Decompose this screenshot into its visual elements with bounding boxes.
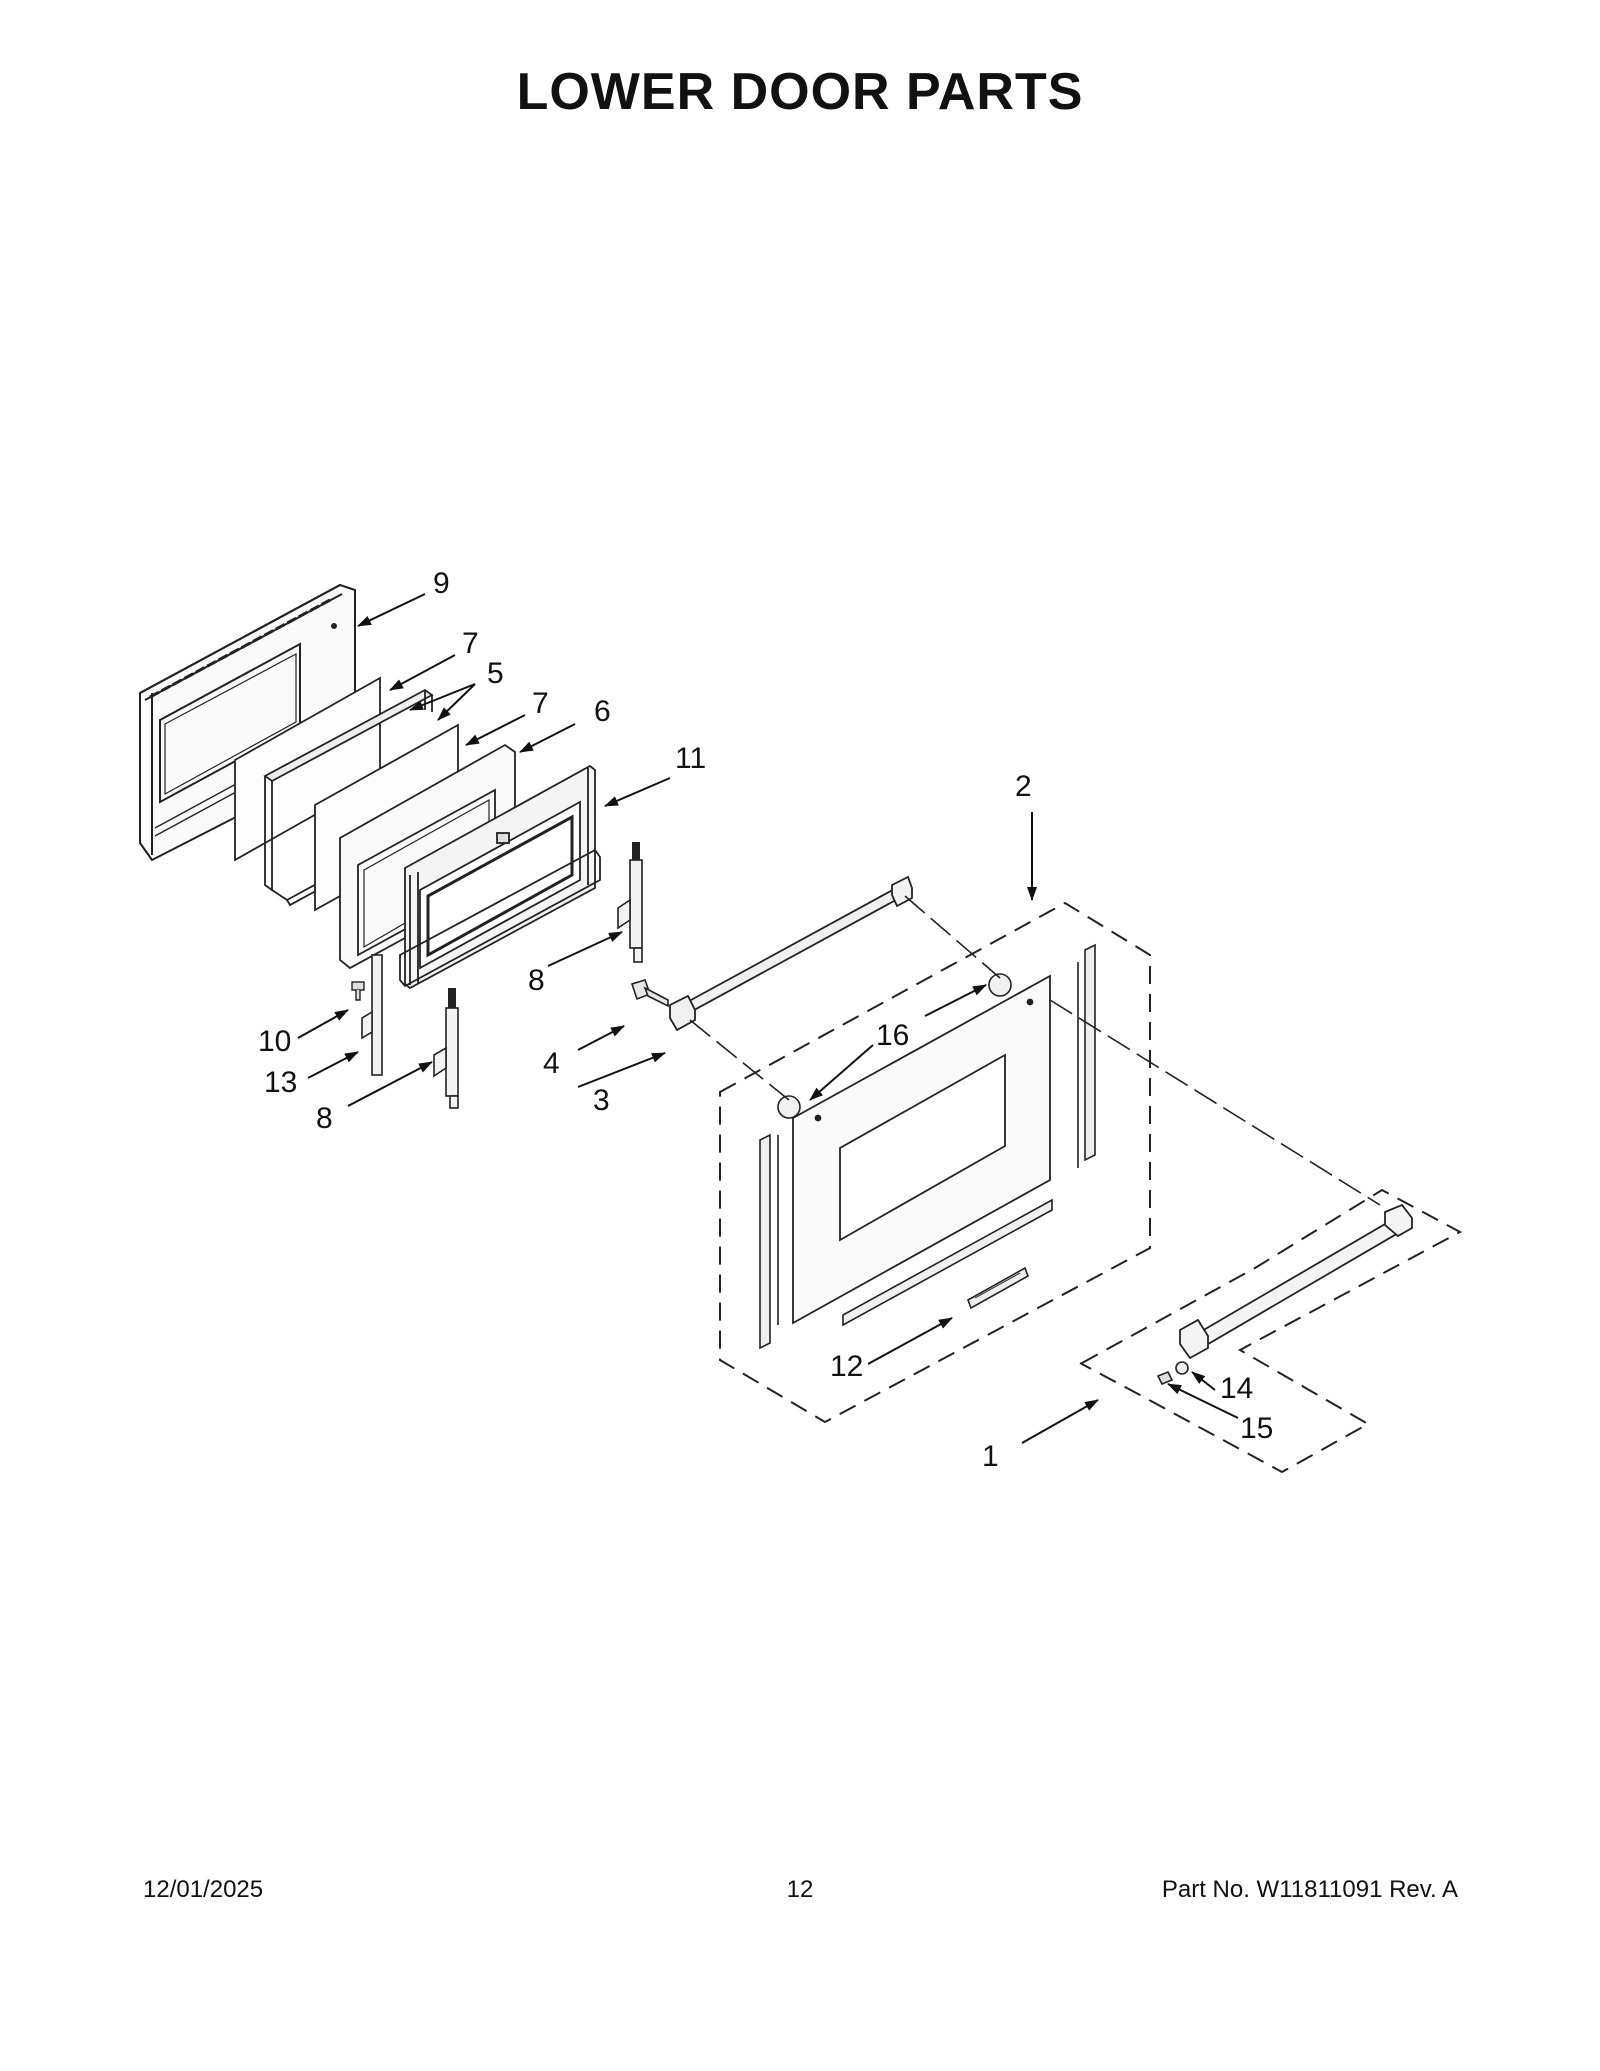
callout-8-upper: 8 (528, 964, 545, 997)
callout-8-lower: 8 (316, 1102, 333, 1135)
side-bracket (361, 954, 383, 1076)
callout-15: 15 (1240, 1412, 1273, 1445)
callout-1: 1 (982, 1440, 999, 1473)
leader-lines (297, 593, 1239, 1444)
callout-3: 3 (593, 1084, 610, 1117)
callout-7-middle-glass: 7 (532, 687, 549, 720)
footer-part-number: Part No. W11811091 Rev. A (1161, 1876, 1458, 1903)
footer-page-number: 12 (786, 1876, 814, 1903)
handle-washer (1175, 1361, 1189, 1375)
door-handle (1179, 1203, 1413, 1360)
alignment-lines (689, 895, 1381, 1206)
page-title: LOWER DOOR PARTS (516, 63, 1084, 121)
screw-bolt (630, 979, 669, 1008)
callout-10: 10 (258, 1025, 291, 1058)
callout-13: 13 (264, 1066, 297, 1099)
handle-screw (1156, 1370, 1174, 1386)
hinge-lower (433, 988, 459, 1109)
callout-16: 16 (876, 1019, 909, 1052)
callout-11: 11 (675, 742, 706, 775)
footer-date: 12/01/2025 (143, 1876, 264, 1903)
bottom-trim-strip (842, 1198, 1053, 1327)
handle-assembly-boundary (1079, 1188, 1463, 1474)
callout-12: 12 (830, 1350, 863, 1383)
callout-9: 9 (433, 567, 450, 600)
nameplate (967, 1266, 1029, 1310)
hinge-upper (617, 842, 643, 963)
callout-7-inner-glass: 7 (462, 627, 479, 660)
side-trim-left (759, 1133, 779, 1350)
outer-glass-panel (792, 974, 1051, 1325)
callout-6: 6 (594, 695, 611, 728)
callout-4: 4 (543, 1047, 560, 1080)
callout-2: 2 (1015, 770, 1032, 803)
screw (351, 981, 365, 1001)
door-frame (399, 764, 601, 990)
callout-14: 14 (1220, 1372, 1253, 1405)
outer-door-assembly-boundary (719, 901, 1151, 1424)
glass-spacer (777, 973, 1012, 1119)
side-trim-right (1077, 943, 1096, 1168)
top-rail (669, 875, 913, 1032)
callout-5: 5 (487, 657, 504, 690)
